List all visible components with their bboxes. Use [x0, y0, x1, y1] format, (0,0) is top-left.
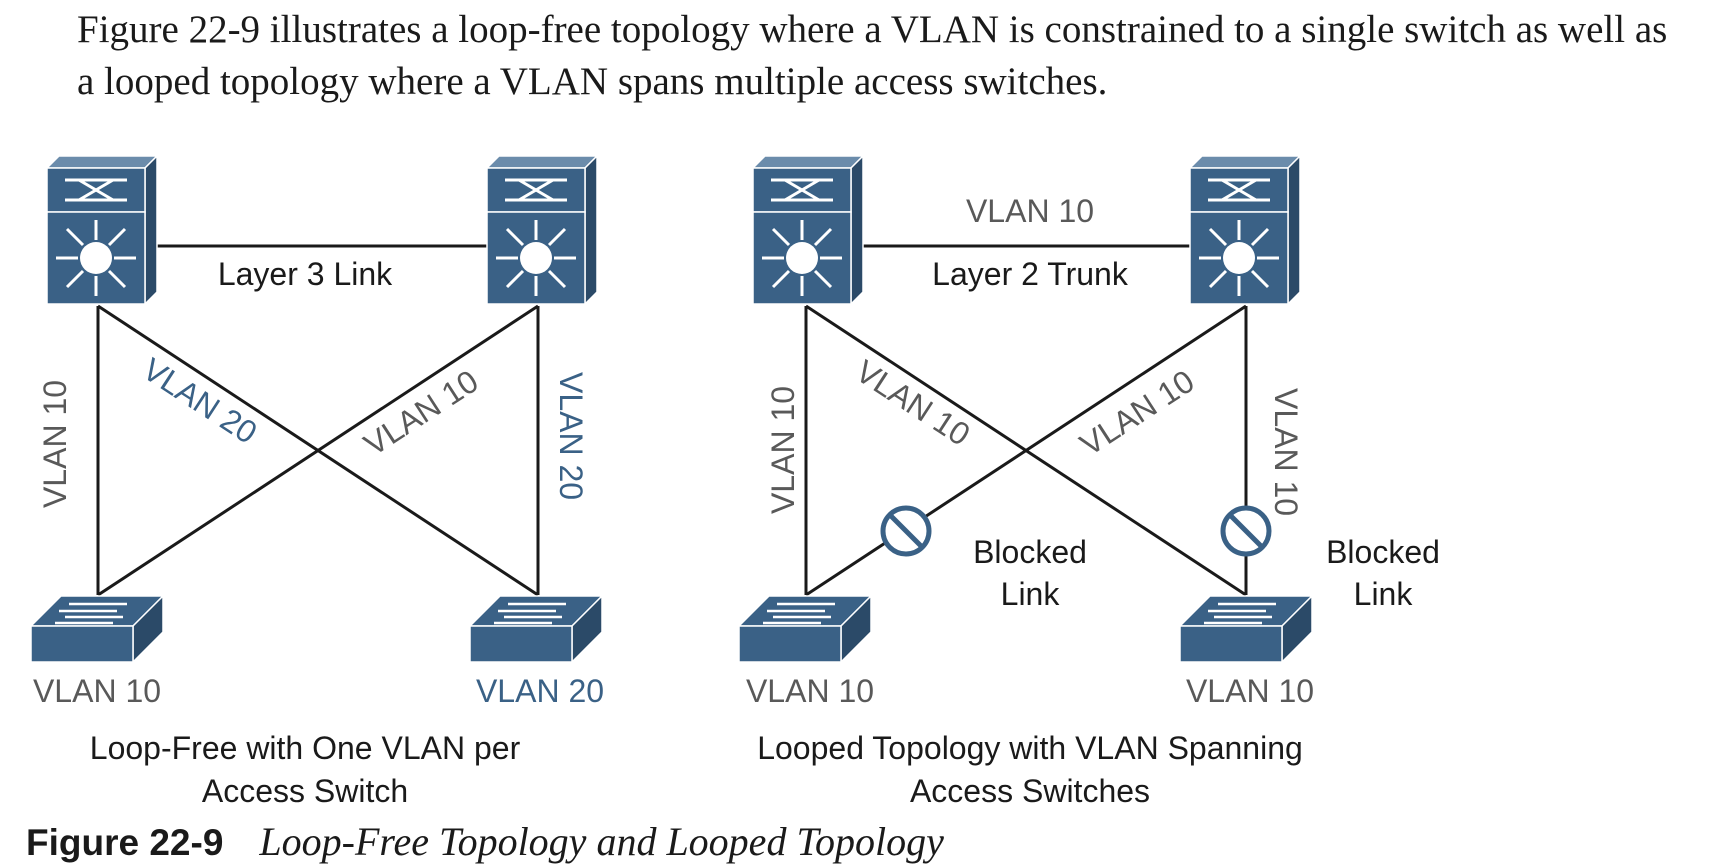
right-core-link-label: Layer 2 Trunk — [932, 256, 1129, 292]
right-right-vertical-vlan-label: VLAN 10 — [1268, 388, 1304, 516]
blocked-link-right-line2: Link — [1354, 576, 1414, 612]
right-access-switch-1-label: VLAN 10 — [746, 673, 874, 709]
left-access-switch-1 — [29, 594, 165, 664]
blocked-port-icon-left — [880, 505, 932, 557]
left-access-switch-2 — [468, 594, 604, 664]
right-diagram-caption-line1: Looped Topology with VLAN Spanning — [757, 730, 1303, 766]
right-core-switch-1 — [751, 154, 865, 306]
left-core-switch-1 — [45, 154, 159, 306]
blocked-link-left-line2: Link — [1001, 576, 1061, 612]
left-core-link-label: Layer 3 Link — [218, 256, 393, 292]
right-cross-link-b — [805, 304, 1247, 597]
right-access-switch-2 — [1178, 594, 1314, 664]
left-cross-link-b — [97, 304, 539, 597]
left-access-switch-2-label: VLAN 20 — [476, 673, 604, 709]
blocked-link-right-line1: Blocked — [1326, 534, 1440, 570]
right-access-switch-2-label: VLAN 10 — [1186, 673, 1314, 709]
right-left-vertical-vlan-label: VLAN 10 — [765, 386, 801, 514]
left-access-switch-1-label: VLAN 10 — [33, 673, 161, 709]
right-cross-vlan-label: VLAN 10 — [849, 353, 976, 453]
intro-paragraph: Figure 22-9 illustrates a loop-free topo… — [77, 8, 1668, 103]
figure-caption: Figure 22-9 Loop-Free Topology and Looped… — [26, 818, 944, 865]
left-diagram-caption-line2: Access Switch — [202, 773, 408, 809]
left-links — [96, 244, 540, 597]
figure-title: Loop-Free Topology and Looped Topology — [259, 819, 944, 864]
figure-number: Figure 22-9 — [26, 822, 224, 863]
right-core-switch-2 — [1188, 154, 1302, 306]
left-diagram-caption-line1: Loop-Free with One VLAN per — [90, 730, 521, 766]
right-core-link-top-label: VLAN 10 — [966, 193, 1094, 229]
blocked-port-icon-right — [1220, 505, 1272, 557]
left-vertical-vlan-label: VLAN 10 — [37, 380, 73, 508]
left-core-switch-2 — [485, 154, 599, 306]
right-vertical-vlan-label-left-diagram: VLAN 20 — [553, 372, 589, 500]
right-access-switch-1 — [737, 594, 873, 664]
right-diagram-caption-line2: Access Switches — [910, 773, 1150, 809]
blocked-link-left-line1: Blocked — [973, 534, 1087, 570]
